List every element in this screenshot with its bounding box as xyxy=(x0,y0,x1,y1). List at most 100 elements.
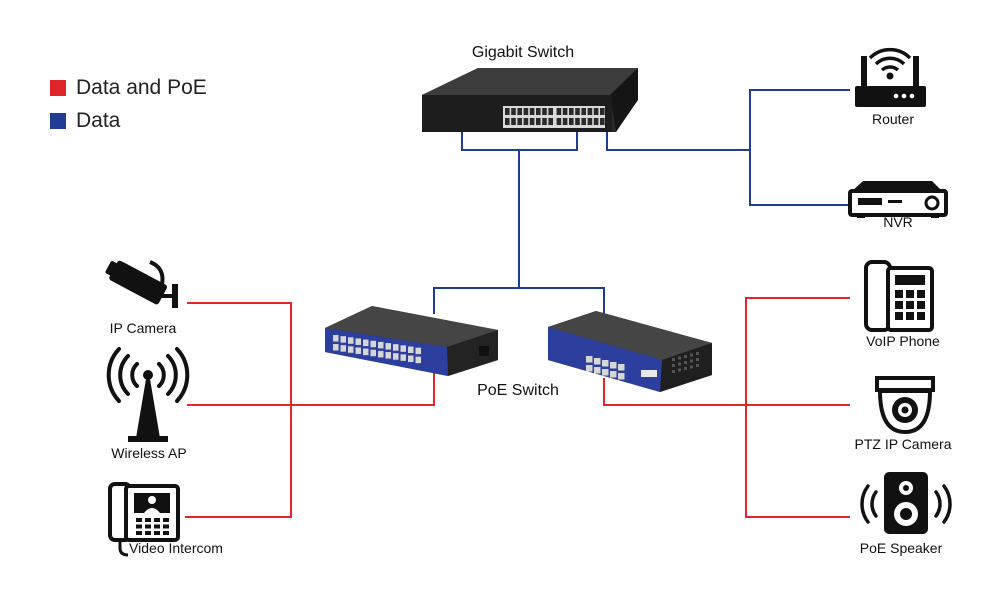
ethernet-port xyxy=(587,108,593,115)
ethernet-port xyxy=(600,108,605,115)
ethernet-port xyxy=(415,356,421,364)
gigabit-ports xyxy=(503,106,605,128)
voip-phone-label: VoIP Phone xyxy=(866,333,940,349)
router-label: Router xyxy=(871,111,915,127)
ethernet-port xyxy=(536,118,541,125)
speaker-icon xyxy=(860,472,952,534)
phone-icon xyxy=(864,260,934,332)
ethernet-port xyxy=(594,367,601,374)
link-to-nvr xyxy=(749,150,850,206)
poe-speaker-label: PoE Speaker xyxy=(859,540,943,556)
gigabit-switch xyxy=(422,68,638,132)
ethernet-port xyxy=(348,337,354,344)
ethernet-port xyxy=(505,118,510,125)
keypad-key xyxy=(895,290,903,298)
ethernet-port xyxy=(593,118,599,125)
ethernet-port xyxy=(581,108,586,115)
vent-hole xyxy=(696,358,699,361)
keypad-key xyxy=(145,531,151,535)
antenna-icon xyxy=(106,347,190,442)
ethernet-port xyxy=(511,108,516,115)
router-icon xyxy=(855,47,926,107)
dome-camera-icon xyxy=(875,376,935,435)
legend-label-data: Data xyxy=(76,109,121,132)
poe-left-ports xyxy=(333,335,421,364)
keypad-key xyxy=(136,518,142,522)
data-links xyxy=(433,89,850,314)
keypad-key xyxy=(906,301,914,309)
keypad-key xyxy=(136,531,142,535)
ethernet-port xyxy=(556,118,562,125)
ethernet-port xyxy=(610,362,617,369)
ethernet-port xyxy=(523,118,529,125)
link-to-router xyxy=(606,89,850,151)
ethernet-port xyxy=(355,338,361,345)
gigabit-switch-label: Gigabit Switch xyxy=(471,44,575,61)
ethernet-port xyxy=(408,355,414,362)
intercom-icon xyxy=(108,482,180,557)
keypad-key xyxy=(895,301,903,309)
keypad-key xyxy=(163,524,169,529)
keypad-key xyxy=(906,312,914,320)
ethernet-port xyxy=(594,358,601,365)
ethernet-port xyxy=(542,108,547,115)
keypad-key xyxy=(163,518,169,522)
legend-swatch-red xyxy=(50,80,66,96)
ethernet-port xyxy=(618,373,625,380)
ethernet-port xyxy=(523,108,529,115)
intercom-keypad xyxy=(136,518,169,535)
ethernet-port xyxy=(408,346,414,353)
keypad-key xyxy=(154,531,160,535)
vent-hole xyxy=(690,353,693,357)
keypad-key xyxy=(154,518,160,522)
poe-right-vents xyxy=(672,352,699,373)
ip-camera-label: IP Camera xyxy=(109,320,177,336)
ethernet-port xyxy=(385,343,391,350)
ethernet-port xyxy=(415,347,421,355)
ethernet-port xyxy=(400,354,406,361)
ethernet-port xyxy=(529,108,535,115)
ethernet-port xyxy=(340,345,346,352)
ethernet-port xyxy=(618,364,625,371)
vent-hole xyxy=(672,370,675,373)
ethernet-port xyxy=(505,108,510,115)
keypad-key xyxy=(163,531,169,535)
wireless-ap-label: Wireless AP xyxy=(111,445,187,461)
keypad-key xyxy=(917,290,925,298)
link-poe-switches xyxy=(433,287,605,314)
ethernet-port xyxy=(340,336,346,343)
keypad-key xyxy=(895,312,903,320)
ethernet-port xyxy=(562,118,568,125)
ethernet-port xyxy=(378,350,384,358)
ethernet-port xyxy=(370,340,376,348)
ethernet-port xyxy=(536,108,541,115)
link-ap-to-poe xyxy=(187,372,435,406)
phone-keypad xyxy=(895,290,925,320)
ethernet-port xyxy=(548,118,553,125)
keypad-key xyxy=(136,524,142,529)
ethernet-port xyxy=(610,371,617,378)
vent-hole xyxy=(690,365,693,369)
video-intercom-label: Video Intercom xyxy=(129,540,223,556)
poe-links xyxy=(185,297,850,518)
poe-switch-right xyxy=(548,311,712,392)
ethernet-port xyxy=(370,349,376,357)
legend-item-data: Data xyxy=(50,109,120,133)
poe-right-ports xyxy=(586,356,625,380)
ethernet-port xyxy=(575,108,580,115)
ethernet-port xyxy=(581,118,586,125)
ethernet-port xyxy=(548,108,553,115)
ethernet-port xyxy=(593,108,599,115)
ethernet-port xyxy=(600,118,605,125)
ethernet-port xyxy=(333,335,339,342)
ethernet-port xyxy=(333,344,339,351)
ptz-ip-camera-label: PTZ IP Camera xyxy=(854,436,952,452)
ethernet-port xyxy=(562,108,568,115)
legend-item-data-poe: Data and PoE xyxy=(50,76,207,100)
nvr-label: NVR xyxy=(883,214,913,230)
ethernet-port xyxy=(363,348,369,356)
keypad-key xyxy=(154,524,160,529)
legend-swatch-blue xyxy=(50,113,66,129)
ethernet-port xyxy=(575,118,580,125)
